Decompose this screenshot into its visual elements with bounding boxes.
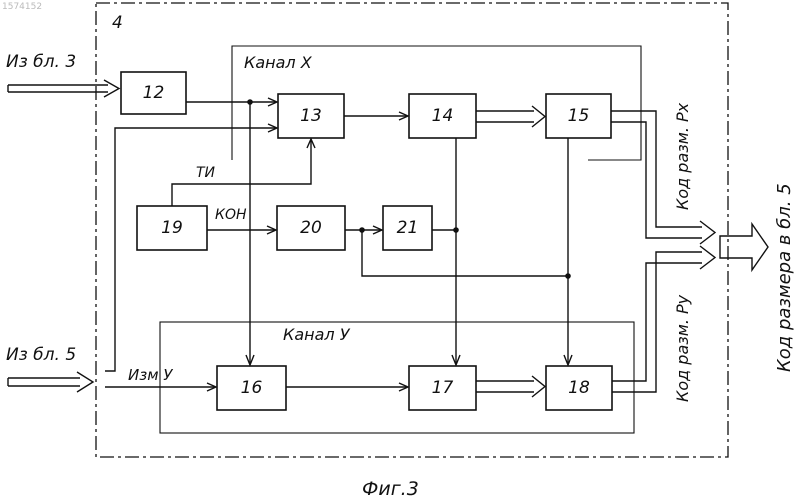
input-label-from-block3: Из бл. 3 [6, 52, 76, 72]
block-19: 19 [137, 206, 207, 250]
output-arrow-to-block5 [720, 224, 768, 270]
block-18-label: 18 [568, 378, 590, 398]
meas-y-label: Изм У [128, 366, 173, 384]
output-label-code-py: Код разм. Ру [673, 294, 692, 402]
block-14: 14 [409, 94, 476, 138]
block-19-label: 19 [161, 218, 183, 238]
bus-18-to-output [612, 246, 715, 392]
block-20: 20 [277, 206, 345, 250]
block-17: 17 [409, 366, 476, 410]
block-16: 16 [217, 366, 286, 410]
watermark: 1574152 [2, 2, 42, 12]
block-12-label: 12 [143, 83, 165, 103]
block-12: 12 [121, 72, 186, 114]
block-13: 13 [278, 94, 344, 138]
outer-block-4-label: 4 [112, 13, 123, 33]
input-arrow-from-block5 [8, 372, 93, 392]
block-14-label: 14 [432, 106, 454, 126]
signal-kon-label: КОН [215, 207, 247, 223]
block-15: 15 [546, 94, 611, 138]
wire-19-ti-to-13 [172, 140, 311, 206]
figure-caption: Фиг.3 [362, 478, 419, 500]
input-label-from-block5: Из бл. 5 [6, 345, 76, 365]
block-21-label: 21 [397, 218, 419, 238]
channel-y-label: Канал У [283, 325, 351, 344]
block-15-label: 15 [568, 106, 590, 126]
bus-14-to-15 [476, 106, 545, 127]
block-21: 21 [383, 206, 432, 250]
block-20-label: 20 [300, 218, 322, 238]
block-13-label: 13 [300, 106, 322, 126]
bus-17-to-18 [476, 376, 545, 397]
block-18: 18 [546, 366, 612, 410]
output-label-code-px: Код разм. Рх [673, 102, 692, 210]
input-arrow-from-block3 [8, 80, 119, 97]
bus-15-to-output [611, 111, 715, 244]
block-16-label: 16 [241, 378, 263, 398]
output-label-code-to-block5: Код размера в бл. 5 [774, 183, 795, 372]
block-17-label: 17 [432, 378, 454, 398]
channel-x-label: Канал Х [244, 53, 313, 72]
signal-ti-label: ТИ [196, 165, 216, 181]
